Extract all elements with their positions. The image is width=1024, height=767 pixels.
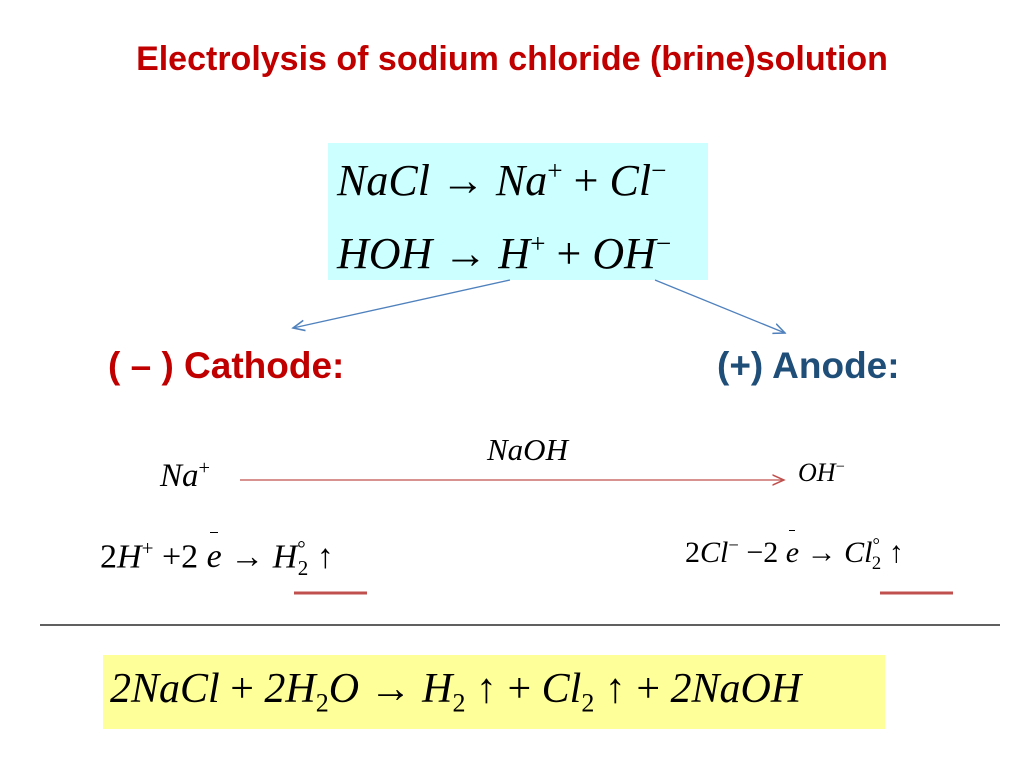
gas-up-arrow-icon: ↑ [316, 538, 334, 576]
electron-symbol: e [206, 538, 222, 576]
slide-title: Electrolysis of sodium chloride (brine)s… [136, 40, 888, 78]
sodium-ion: Na+ [160, 457, 211, 494]
cathode-label: ( – ) Cathode: [108, 345, 345, 386]
overall-equation-box [103, 655, 885, 729]
dissociation-box [328, 143, 708, 280]
nacl-dissociation-equation: NaCl → Na+ + Cl− [337, 155, 667, 205]
arrow-to-cathode [293, 279, 511, 328]
anode-reaction: 2Cl− −2 e → Cl°2 ↑ [685, 535, 904, 574]
overall-equation: 2NaCl + 2H2O → H2 ↑ + Cl2 ↑ + 2NaOH [110, 666, 802, 718]
gas-up-arrow-icon: ↑ [888, 536, 904, 569]
gas-up-arrow-icon: ↑ [604, 666, 626, 712]
arrow-to-anode [654, 279, 785, 333]
anode-label: (+) Anode: [717, 345, 900, 386]
gas-up-arrow-icon: ↑ [475, 666, 497, 712]
cathode-reaction: 2H+ +2 e → H°2 ↑ [100, 536, 334, 581]
water-dissociation-equation: HOH → H+ + OH− [337, 228, 672, 278]
naoh-label: NaOH [487, 432, 568, 467]
hydroxide-ion: OH− [798, 458, 845, 487]
electron-symbol: e [785, 536, 800, 569]
